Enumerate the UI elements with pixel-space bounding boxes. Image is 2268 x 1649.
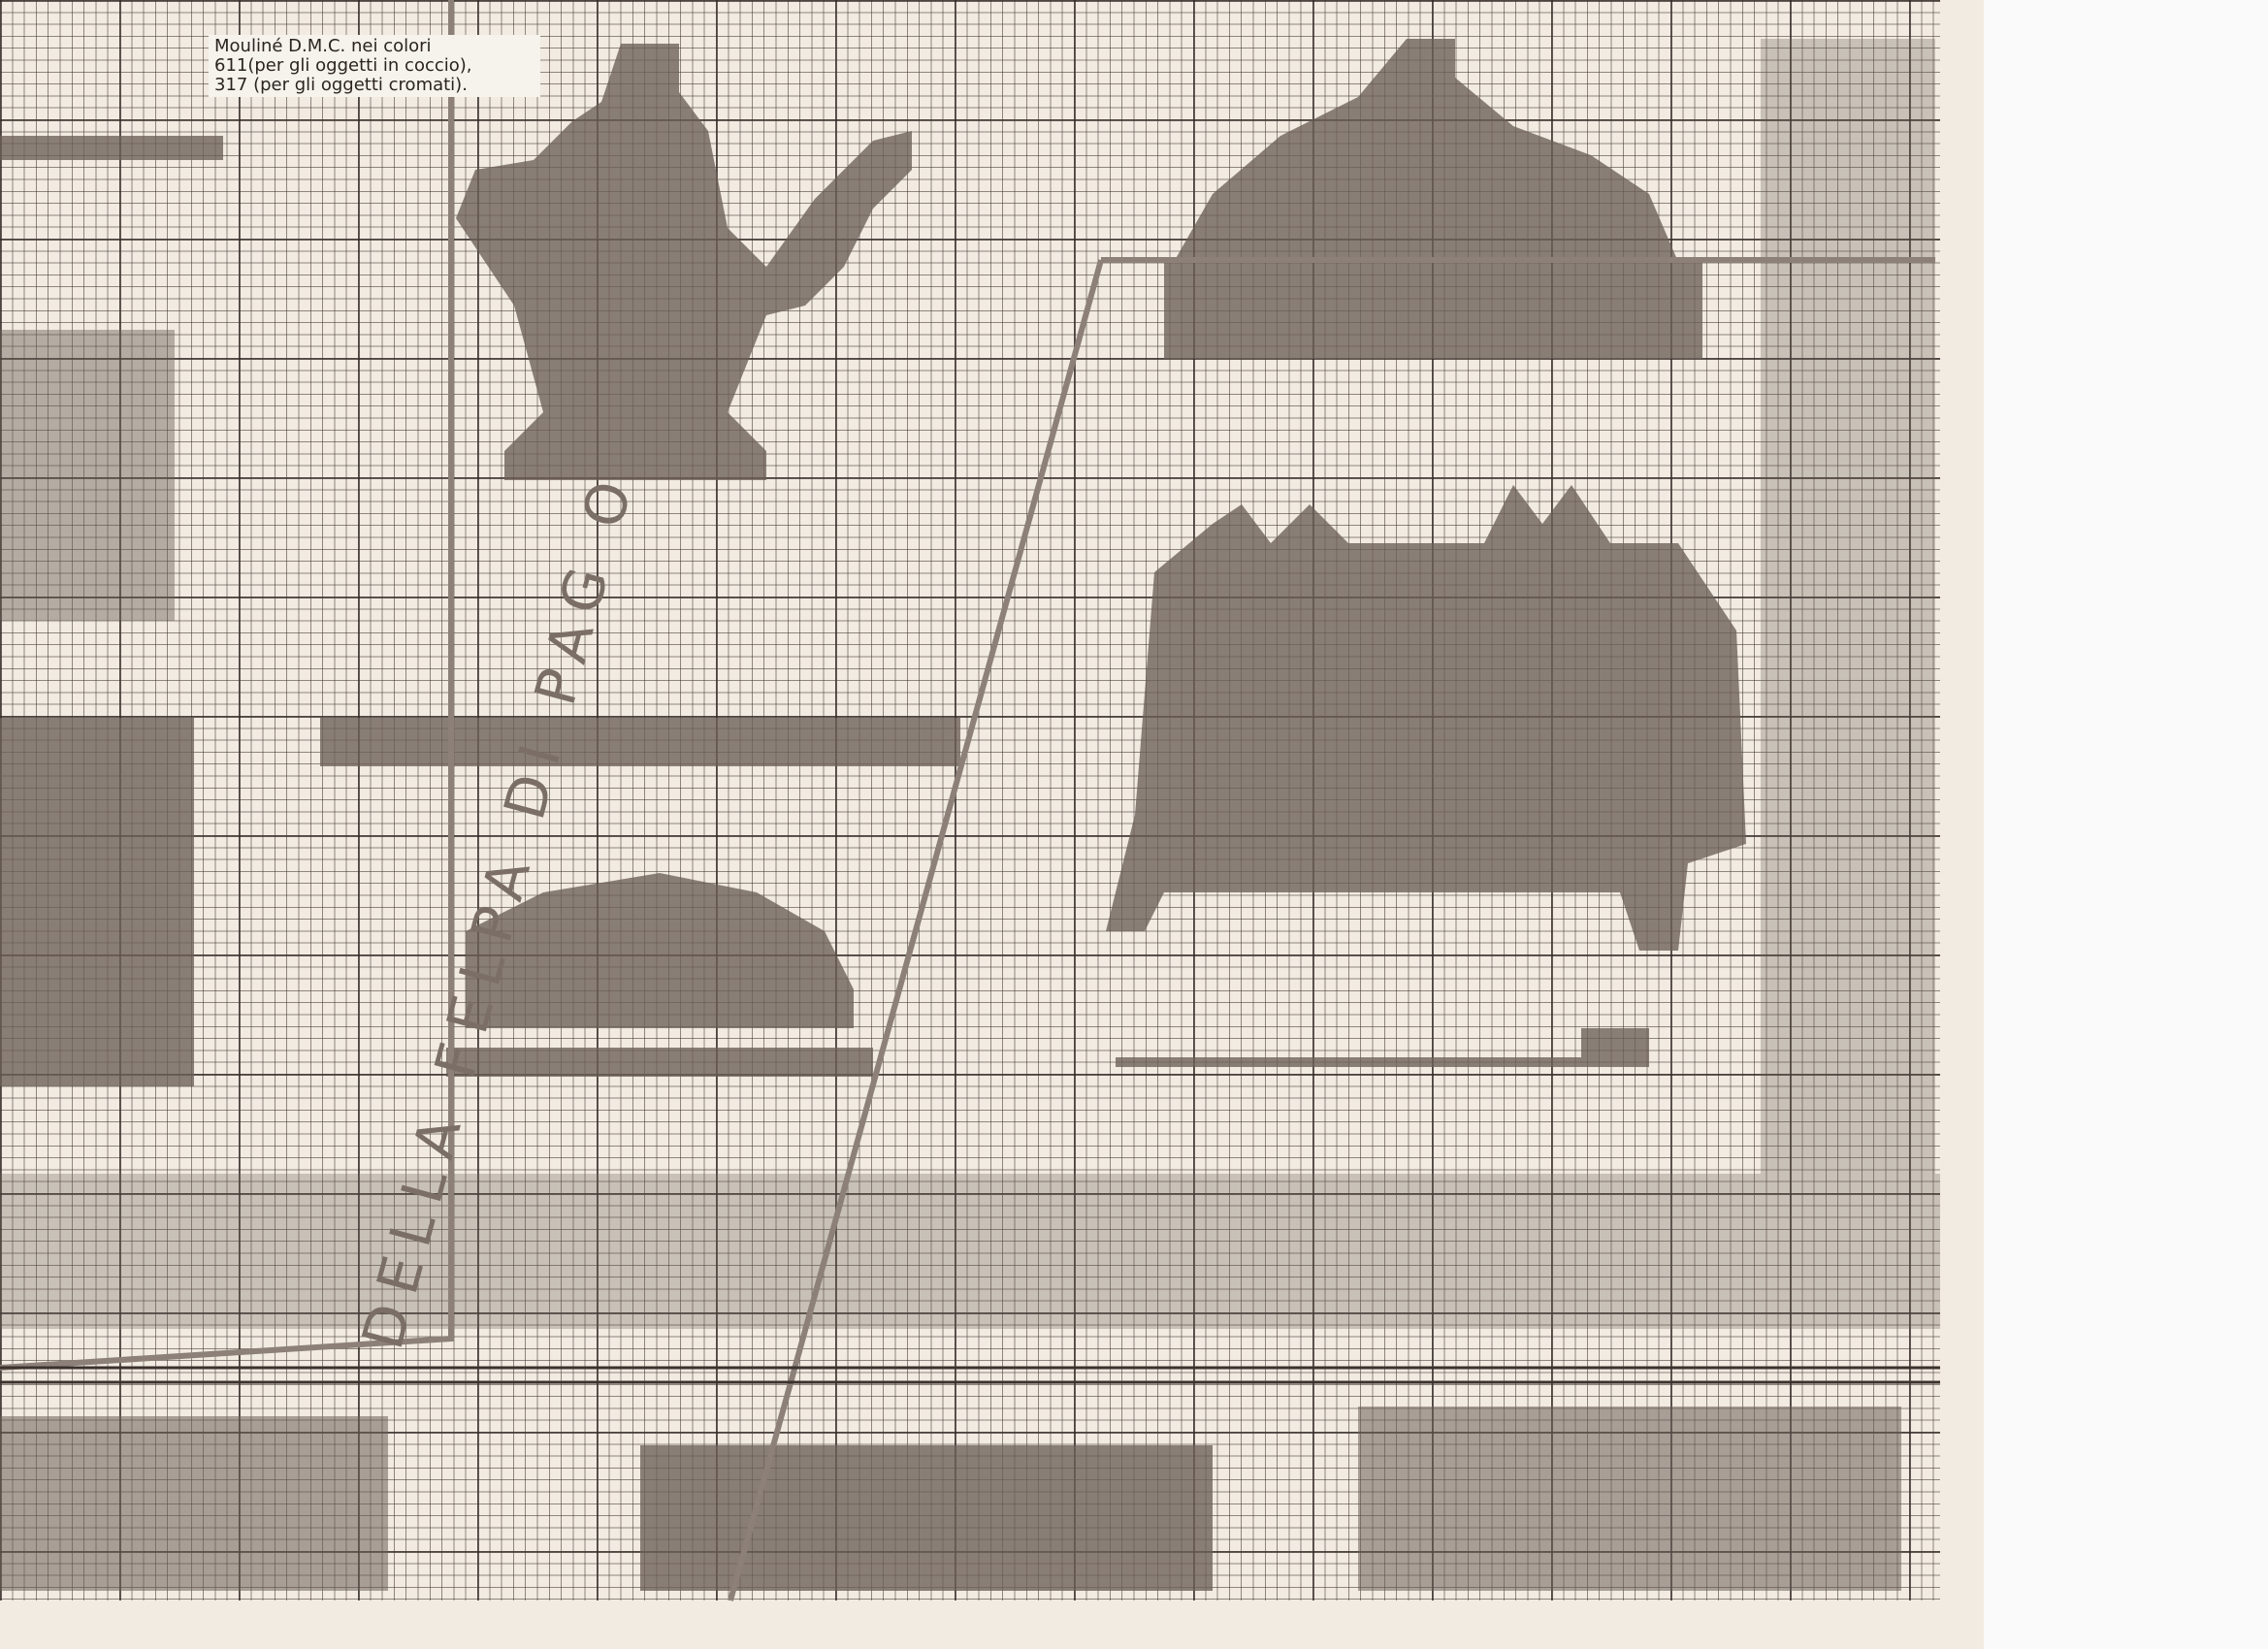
border-row [0, 1174, 1940, 1329]
cake-plate-motif [1164, 262, 1702, 359]
legend-line: Mouliné D.M.C. nei colori [214, 36, 432, 56]
fold-line-vertical [0, 0, 454, 1371]
bottom-letter-block-2 [1358, 1406, 1901, 1591]
board-motif [446, 1048, 873, 1077]
bread-motif [466, 873, 854, 1028]
cake-dome-motif [1174, 39, 1678, 262]
thread-legend-note: Mouliné D.M.C. nei colori 611(per gli og… [209, 35, 540, 97]
teapot-motif [456, 44, 912, 480]
fold-line-diagonal [728, 259, 1104, 1601]
whisk-motif [1116, 1028, 1649, 1067]
right-border-column [1761, 39, 1935, 1174]
bottom-letter-block-1 [640, 1445, 1213, 1591]
legend-line: 611(per gli oggetti in coccio), [214, 55, 472, 76]
legend-line: 317 (per gli oggetti cromati). [214, 75, 468, 95]
bottom-letter-block-3 [0, 1416, 388, 1591]
shelf-motif [320, 718, 960, 766]
left-jar-motif [0, 718, 194, 1086]
left-bar-motif [0, 136, 223, 160]
border-line [0, 1366, 1940, 1384]
appliance-motif [1106, 485, 1746, 951]
left-pot-motif [0, 330, 175, 621]
